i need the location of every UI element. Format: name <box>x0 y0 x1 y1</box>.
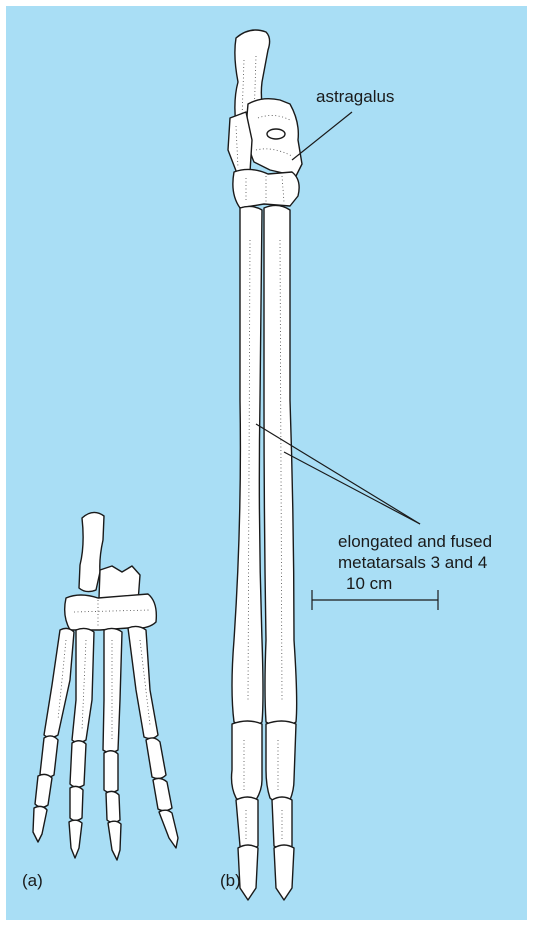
metatarsals-label-line1: elongated and fused <box>338 531 492 552</box>
left-hoof <box>238 845 258 900</box>
right-hoof <box>274 845 294 900</box>
metatarsals-label-line2: metatarsals 3 and 4 <box>338 552 487 573</box>
digit-1-metatarsal <box>44 628 74 737</box>
digit-2-phalanx <box>70 741 86 788</box>
leg-b <box>228 30 302 900</box>
digit-3-metatarsal <box>103 628 122 752</box>
digit-2-metatarsal <box>72 628 94 742</box>
left-middle-phalanx <box>236 797 258 849</box>
digit-4-phalanx-2 <box>153 778 172 810</box>
digit-4-claw <box>159 810 178 848</box>
left-proximal-phalanx <box>232 721 263 803</box>
digit-1-phalanx <box>40 736 58 777</box>
digit-4-phalanx <box>146 738 166 779</box>
metatarsal-leader-2 <box>284 452 420 524</box>
scale-bar-label: 10 cm <box>346 573 392 594</box>
right-proximal-phalanx <box>266 721 296 803</box>
digit-1-phalanx-2 <box>35 774 52 807</box>
digit-3-claw <box>108 821 121 860</box>
digit-2-claw <box>69 820 82 858</box>
cannon-bone-right <box>264 205 297 727</box>
foot-a <box>33 512 178 860</box>
astragalus-leader <box>292 112 352 160</box>
digit-4-metatarsal <box>128 626 158 738</box>
tarsal-row-b <box>233 169 299 208</box>
digit-1-claw <box>33 806 47 842</box>
panel-a-label: (a) <box>22 870 43 891</box>
panel-b-label: (b) <box>220 870 241 891</box>
astragalus-foramen <box>267 129 285 139</box>
cannon-bone-left <box>232 206 263 727</box>
digit-2-phalanx-2 <box>70 786 83 820</box>
tarsal-left-b <box>228 112 252 176</box>
right-middle-phalanx <box>272 797 292 849</box>
digit-3-phalanx-2 <box>106 791 120 822</box>
astragalus-label: astragalus <box>316 86 394 107</box>
digit-3-phalanx <box>104 751 118 793</box>
